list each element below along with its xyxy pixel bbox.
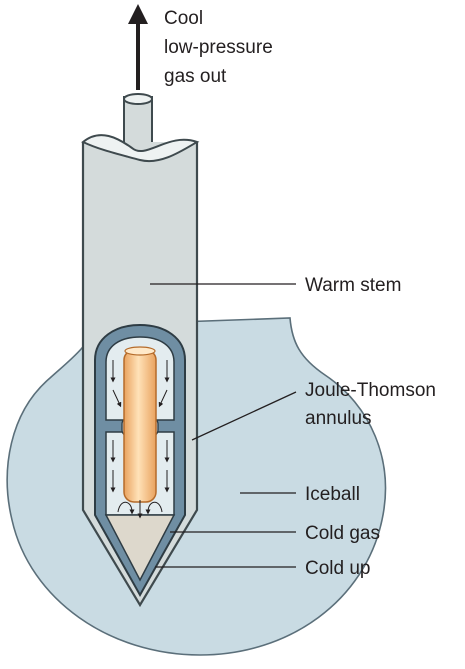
gas-out-label: Cool low-pressure gas out xyxy=(164,8,278,87)
label-joule-thomson-line-1: Joule-Thomson xyxy=(305,380,436,401)
gas-out-line-3: gas out xyxy=(164,66,227,87)
label-joule-thomson: Joule-Thomson annulus xyxy=(305,380,441,429)
leader-joule-thomson xyxy=(191,391,297,441)
flow-arrows xyxy=(110,360,170,519)
label-cold-up: Cold up xyxy=(305,558,371,579)
supply-tube xyxy=(123,349,157,503)
label-cold-gas: Cold gas xyxy=(305,523,380,544)
stem-cut-edge xyxy=(81,134,200,163)
label-joule-thomson-line-2: annulus xyxy=(305,408,372,429)
supply-tube-top xyxy=(124,346,156,356)
gas-out-line-1: Cool xyxy=(164,8,203,29)
outlet-pipe-opening xyxy=(123,93,153,105)
label-iceball: Iceball xyxy=(305,484,360,505)
label-warm-stem: Warm stem xyxy=(305,275,401,296)
gas-out-arrow-head xyxy=(128,4,148,24)
gas-out-line-2: low-pressure xyxy=(164,37,273,58)
